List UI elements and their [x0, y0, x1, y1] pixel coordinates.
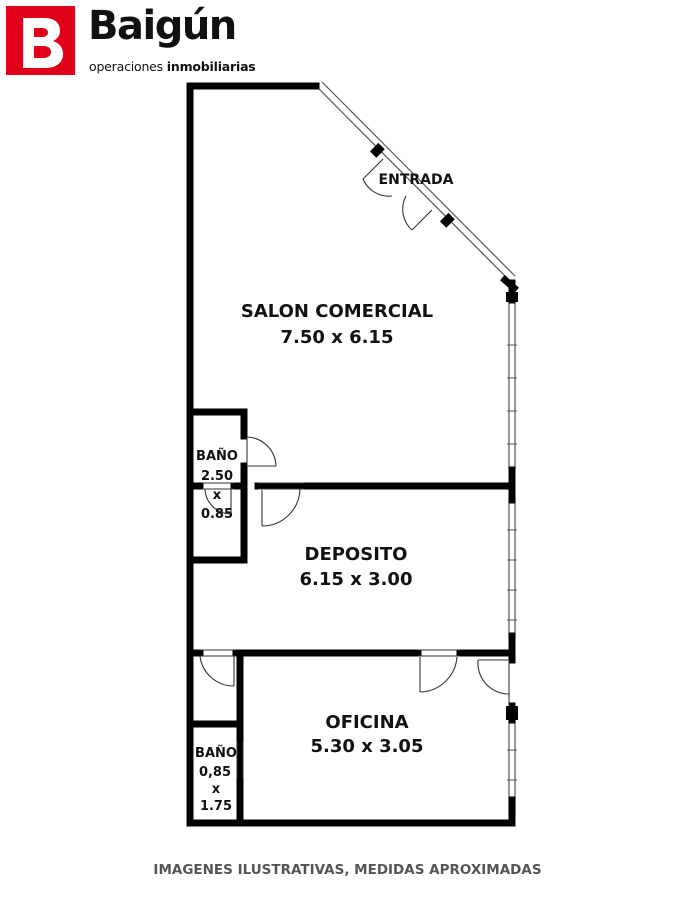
disclaimer-footer: IMAGENES ILUSTRATIVAS, MEDIDAS APROXIMAD… — [153, 862, 542, 878]
window-mullions — [507, 344, 517, 781]
room-name: DEPOSITO — [305, 544, 408, 565]
room-name: OFICINA — [325, 712, 408, 733]
room-name: SALON COMERCIAL — [241, 301, 433, 322]
room-size-line: 1.75 — [200, 799, 232, 814]
room-size: 5.30 x 3.05 — [311, 736, 424, 757]
bath1-wall — [186, 408, 248, 440]
bath2-door-icon — [236, 742, 244, 778]
room-size: 6.15 x 3.00 — [300, 569, 413, 590]
entrance-door-icon — [362, 158, 433, 231]
hall-door-icon — [199, 649, 236, 687]
doors — [199, 158, 510, 778]
office-door-icon — [418, 649, 460, 693]
room-name: BAÑO — [196, 448, 238, 464]
brand-subtitle-regular: operaciones — [89, 59, 163, 74]
brand-subtitle: operaciones inmobiliarias — [89, 59, 256, 74]
room-size: 7.50 x 6.15 — [281, 327, 394, 348]
window-diagonal — [315, 85, 510, 281]
bath1-door-icon — [246, 436, 277, 467]
room-size-line: 2.50 — [201, 469, 233, 484]
deposito-door-icon — [258, 482, 304, 527]
outer-wall — [186, 82, 516, 827]
window-jambs — [369, 142, 518, 720]
logo-b-icon — [23, 18, 63, 68]
office-right-door-icon — [477, 659, 510, 706]
brand-subtitle-bold: inmobiliarias — [166, 59, 256, 74]
logo-mark — [6, 6, 75, 75]
brand-name: Baigún — [88, 3, 237, 49]
windows — [315, 81, 516, 816]
bath1-lower-door-icon — [202, 482, 234, 515]
room-name: BAÑO — [195, 745, 237, 761]
room-size-line: x — [213, 488, 222, 503]
walls — [186, 82, 519, 827]
room-size-line: x — [212, 782, 221, 797]
entrance-label: ENTRADA — [379, 172, 454, 188]
room-size-line: 0.85 — [201, 507, 233, 522]
room-size-line: 0,85 — [199, 765, 231, 780]
brand-logo: Baigún operaciones inmobiliarias — [6, 3, 256, 78]
